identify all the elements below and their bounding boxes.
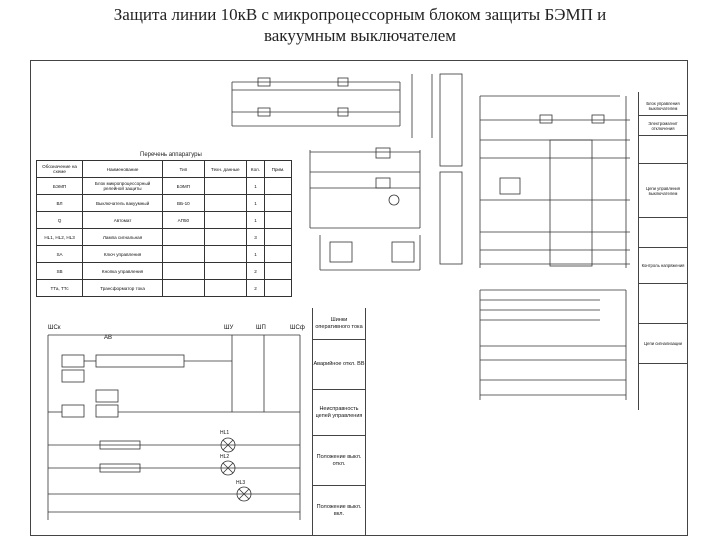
function-label: Положение выкл. вкл. [316,504,362,517]
page-title: Защита линии 10кВ с микропроцессорным бл… [0,4,720,46]
table-cell [203,228,247,246]
table-cell: АП50 [162,211,205,229]
table-caption: Перечень аппаратуры [140,152,202,158]
bus-label-right: ШСф [290,325,305,331]
right-label: Блок управления выключателем [638,96,688,116]
av-label: АВ [104,335,113,341]
function-column: Шинки оперативного тока Аварийное откл. … [312,308,366,536]
table-row: SB Кнопка управления 2 [35,262,292,280]
title-line-2: вакуумным выключателем [263,26,457,45]
right-label [638,284,688,324]
table-cell [162,228,205,246]
table-cell [264,177,292,195]
table-row: ВЛ Выключатель вакуумный ВБ-10 1 [35,194,292,212]
table-cell: Кнопка управления [82,262,164,280]
right-label: Цепи сигнализации [638,324,688,364]
table-cell: Ключ управления [82,245,164,263]
table-cell: ТТа, ТТс [35,279,84,297]
table-header: Техн. данные [203,160,247,178]
table-cell [264,245,292,263]
table-cell [162,279,205,297]
table-cell [264,211,292,229]
table-cell: Автомат [82,211,164,229]
table-cell [264,262,292,280]
table-cell [203,177,247,195]
table-cell: SB [35,262,84,280]
table-cell [264,279,292,297]
table-row: ТТа, ТТс Трансформатор тока 2 [35,279,292,297]
right-label [638,218,688,248]
right-label: Цепи управления выключателем [638,164,688,218]
table-header: Наименование [82,160,164,178]
title-line-1: Защита линии 10кВ с микропроцессорным бл… [113,5,607,24]
table-cell: БЭМП [35,177,84,195]
right-label: Электромагнит отключения [638,116,688,136]
table-cell: 1 [245,194,266,212]
table-cell: 1 [245,211,266,229]
table-cell [264,194,292,212]
function-label: Аварийное откл. ВВ [313,340,365,390]
table-cell [264,228,292,246]
table-row: SA Ключ управления 1 [35,245,292,263]
hl3-label: HL3 [236,480,246,486]
table-cell: Блок микропроцессорный релейной защиты [82,177,164,195]
table-row: HL1, HL2, HL3 Лампа сигнальная 3 [35,228,292,246]
table-header-row: Обозначение на схеме Наименование Тип Те… [35,160,292,178]
table-cell: БЭМП [162,177,205,195]
table-cell: 2 [245,262,266,280]
drawing-sheet [30,60,688,536]
table-cell [203,245,247,263]
table-cell [203,211,247,229]
table-row: БЭМП Блок микропроцессорный релейной защ… [35,177,292,195]
table-cell: Трансформатор тока [82,279,164,297]
table-cell [203,194,247,212]
table-header: Прим. [264,160,292,178]
table-cell: ВЛ [35,194,84,212]
equipment-table: Обозначение на схеме Наименование Тип Те… [35,160,292,297]
table-cell: HL1, HL2, HL3 [35,228,84,246]
table-cell: Q [35,211,84,229]
table-cell: 1 [245,177,266,195]
table-cell: SA [35,245,84,263]
table-cell: 1 [245,245,266,263]
table-cell [203,279,247,297]
right-label: Контроль напряжения [638,248,688,284]
shu-label: ШУ [224,325,234,331]
table-cell [162,245,205,263]
table-cell: 2 [245,279,266,297]
hl1-label: HL1 [220,430,230,436]
right-label [638,136,688,164]
table-cell: ВБ-10 [162,194,205,212]
shp-label: ШП [256,325,266,331]
table-header: Кол. [245,160,266,178]
bus-label-left: ШСк [48,325,61,331]
right-description-column [638,92,689,410]
table-cell [162,262,205,280]
table-header: Тип [162,160,205,178]
function-label: Положение выкл. откл. [313,436,365,486]
hl2-label: HL2 [220,454,230,460]
table-cell: Выключатель вакуумный [82,194,164,212]
table-cell: 3 [245,228,266,246]
function-label: Неисправность цепей управления [313,390,365,436]
table-cell [203,262,247,280]
table-row: Q Автомат АП50 1 [35,211,292,229]
table-cell: Лампа сигнальная [82,228,164,246]
function-label: Шинки оперативного тока [313,308,365,340]
table-header: Обозначение на схеме [35,160,84,178]
